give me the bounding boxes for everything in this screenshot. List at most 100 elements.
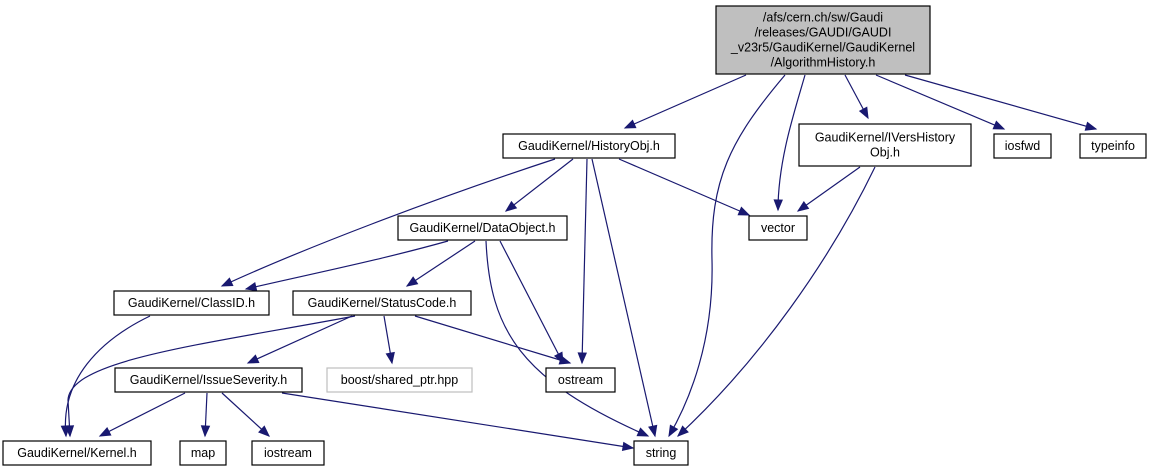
edge-historyobj-to-vector — [618, 158, 751, 216]
node-label: boost/shared_ptr.hpp — [341, 373, 458, 387]
arrowhead-icon — [246, 354, 260, 364]
edge-statuscode-to-issueseverity — [246, 315, 353, 364]
edge-statuscode-to-kernel — [64, 315, 356, 438]
node-label: vector — [761, 221, 795, 235]
node-boost: boost/shared_ptr.hpp — [326, 367, 473, 393]
arrowhead-icon — [504, 200, 518, 212]
edge-line — [64, 315, 151, 437]
node-label: string — [646, 446, 677, 460]
node-map[interactable]: map — [179, 440, 227, 466]
node-string[interactable]: string — [633, 440, 689, 466]
edge-line — [499, 240, 564, 364]
node-box — [545, 367, 616, 393]
node-root[interactable]: /afs/cern.ch/sw/Gaudi/releases/GAUDI/GAU… — [715, 5, 931, 75]
node-label: GaudiKernel/StatusCode.h — [308, 296, 457, 310]
edge-statuscode-to-boost — [383, 315, 395, 365]
edge-dataobject-to-statuscode — [405, 240, 476, 287]
node-box — [993, 133, 1052, 159]
arrowhead-icon — [200, 425, 211, 438]
node-box — [114, 367, 303, 393]
node-iostream[interactable]: iostream — [251, 440, 325, 466]
node-label: GaudiKernel/ClassID.h — [128, 296, 255, 310]
node-label: GaudiKernel/DataObject.h — [410, 221, 556, 235]
edge-line — [668, 74, 786, 437]
edge-root-to-iversh — [844, 74, 869, 120]
arrowhead-icon — [773, 199, 783, 212]
arrowhead-icon — [1084, 121, 1098, 131]
node-box — [292, 290, 472, 316]
node-box — [1079, 133, 1147, 159]
edge-line — [281, 392, 634, 449]
node-dataobject[interactable]: GaudiKernel/DataObject.h — [397, 215, 568, 241]
edge-line — [591, 158, 656, 437]
edge-line — [485, 240, 649, 437]
edge-dataobject-to-string — [485, 240, 650, 437]
edge-root-to-iosfwd — [875, 74, 1006, 130]
edge-root-to-vector — [773, 74, 806, 212]
edge-line — [247, 315, 353, 364]
edge-historyobj-to-classid — [220, 158, 556, 287]
arrowhead-icon — [621, 441, 635, 452]
edge-line — [904, 74, 1097, 130]
edge-issueseverity-to-string — [281, 392, 635, 452]
node-statuscode[interactable]: GaudiKernel/StatusCode.h — [292, 290, 472, 316]
node-box — [251, 440, 325, 466]
node-box — [748, 215, 808, 241]
node-label: typeinfo — [1091, 139, 1135, 153]
node-classid[interactable]: GaudiKernel/ClassID.h — [113, 290, 270, 316]
nodes-layer: /afs/cern.ch/sw/Gaudi/releases/GAUDI/GAU… — [2, 5, 1147, 466]
edge-historyobj-to-dataobject — [504, 158, 574, 212]
arrowhead-icon — [992, 120, 1006, 130]
arrowhead-icon — [796, 201, 810, 212]
edge-line — [406, 240, 476, 287]
node-label: GaudiKernel/IssueSeverity.h — [130, 373, 288, 387]
arrowhead-icon — [220, 277, 234, 287]
node-typeinfo[interactable]: typeinfo — [1079, 133, 1147, 159]
node-label: ostream — [558, 373, 603, 387]
arrowhead-icon — [623, 119, 637, 129]
edge-line — [777, 74, 806, 211]
edge-line — [67, 315, 356, 437]
node-label: Obj.h — [870, 146, 900, 160]
arrowhead-icon — [677, 425, 689, 437]
edge-line — [245, 240, 449, 290]
node-label: GaudiKernel/IVersHistory — [815, 131, 956, 145]
edge-line — [875, 74, 1005, 130]
node-box — [715, 5, 931, 75]
edge-root-to-historyobj — [623, 74, 747, 129]
edge-root-to-string — [668, 74, 786, 438]
arrowhead-icon — [98, 427, 112, 437]
edge-issueseverity-to-map — [200, 392, 211, 438]
edge-line — [505, 158, 574, 212]
node-label: iostream — [264, 446, 312, 460]
node-iosfwd[interactable]: iosfwd — [993, 133, 1052, 159]
node-historyobj[interactable]: GaudiKernel/HistoryObj.h — [502, 133, 676, 159]
arrowhead-icon — [405, 276, 419, 287]
edges-layer — [60, 74, 1098, 452]
node-issueseverity[interactable]: GaudiKernel/IssueSeverity.h — [114, 367, 303, 393]
edge-line — [624, 74, 747, 129]
node-kernel[interactable]: GaudiKernel/Kernel.h — [2, 440, 152, 466]
node-label: /releases/GAUDI/GAUDI — [755, 26, 892, 40]
arrowhead-icon — [668, 424, 679, 438]
arrowhead-icon — [577, 352, 587, 365]
node-box — [397, 215, 568, 241]
node-label: GaudiKernel/HistoryObj.h — [518, 139, 660, 153]
edge-line — [581, 158, 588, 364]
node-label: iosfwd — [1005, 139, 1040, 153]
node-ostream[interactable]: ostream — [545, 367, 616, 393]
edge-line — [618, 158, 750, 216]
edge-line — [221, 392, 270, 437]
edge-iversh-to-string — [677, 166, 876, 437]
edge-dataobject-to-classid — [244, 240, 449, 292]
node-box — [2, 440, 152, 466]
node-vector[interactable]: vector — [748, 215, 808, 241]
edge-root-to-typeinfo — [904, 74, 1098, 131]
edge-issueseverity-to-iostream — [221, 392, 270, 437]
arrowhead-icon — [64, 425, 75, 438]
edge-line — [677, 166, 876, 437]
edge-iversh-to-vector — [796, 166, 861, 212]
node-label: map — [191, 446, 215, 460]
node-box — [326, 367, 473, 393]
